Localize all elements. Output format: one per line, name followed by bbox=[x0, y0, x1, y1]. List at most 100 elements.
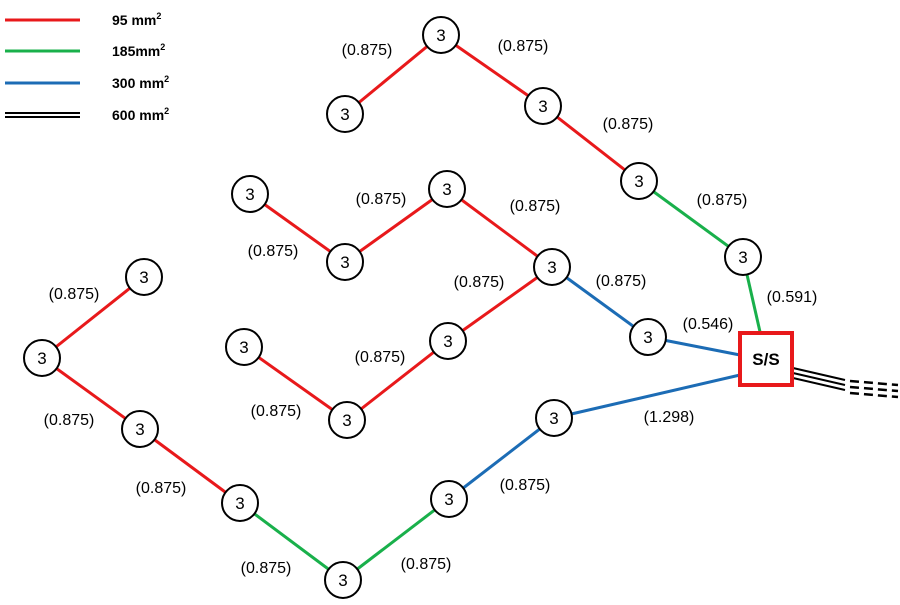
node: 3 bbox=[324, 561, 362, 599]
edge-label: (0.875) bbox=[241, 560, 292, 577]
node: 3 bbox=[430, 480, 468, 518]
edge-d3 bbox=[139, 427, 241, 505]
node-value: 3 bbox=[634, 172, 643, 191]
legend-sup-600: 2 bbox=[164, 106, 169, 116]
node: 3 bbox=[125, 258, 163, 296]
edge-d4 bbox=[239, 501, 344, 582]
node: 3 bbox=[121, 410, 159, 448]
node-value: 3 bbox=[444, 490, 453, 509]
edge-label: (0.546) bbox=[683, 316, 734, 333]
edge-label: (0.875) bbox=[498, 38, 549, 55]
edge-d2 bbox=[41, 356, 141, 431]
edge-label: (0.875) bbox=[596, 273, 647, 290]
legend-sup-95: 2 bbox=[156, 11, 161, 21]
node-value: 3 bbox=[37, 349, 46, 368]
edge-b1 bbox=[249, 192, 346, 264]
svg-text:95 mm2: 95 mm2 bbox=[112, 11, 161, 28]
legend-unit-600: mm bbox=[135, 107, 164, 123]
node-value: 3 bbox=[245, 185, 254, 204]
node: 3 bbox=[326, 95, 364, 133]
node-value: 3 bbox=[549, 409, 558, 428]
edge-a2 bbox=[440, 33, 544, 108]
edge-label: (0.875) bbox=[342, 42, 393, 59]
edge-d1 bbox=[41, 275, 145, 360]
node: 3 bbox=[629, 318, 667, 356]
node-value: 3 bbox=[538, 97, 547, 116]
legend-unit-300: mm bbox=[135, 75, 164, 91]
edge-label: (0.875) bbox=[248, 243, 299, 260]
legend-item-95: 95 mm2 bbox=[5, 11, 161, 28]
legend-unit-185: mm bbox=[135, 43, 160, 59]
node-value: 3 bbox=[340, 253, 349, 272]
node-value: 3 bbox=[139, 268, 148, 287]
node: 3 bbox=[724, 238, 762, 276]
node: 3 bbox=[231, 175, 269, 213]
edge-c1 bbox=[243, 345, 348, 422]
edge-label: (0.875) bbox=[454, 274, 505, 291]
supply-line bbox=[792, 367, 899, 399]
edge-label: (0.875) bbox=[251, 403, 302, 420]
legend-sup-300: 2 bbox=[164, 74, 169, 84]
node-value: 3 bbox=[436, 26, 445, 45]
edge-c3 bbox=[447, 265, 553, 343]
legend-item-185: 185mm2 bbox=[5, 42, 165, 59]
edge-d5 bbox=[342, 497, 450, 582]
legend-label-300: 300 bbox=[112, 75, 136, 91]
edge-labels: (0.875) (0.875) (0.875) (0.875) (0.591) … bbox=[44, 38, 818, 577]
edge-d7 bbox=[553, 373, 741, 420]
node: 3 bbox=[429, 322, 467, 360]
node: 3 bbox=[524, 87, 562, 125]
substation-label: S/S bbox=[752, 350, 779, 369]
edge-label: (0.875) bbox=[49, 286, 100, 303]
edge-label: (0.591) bbox=[767, 289, 818, 306]
node: 3 bbox=[533, 248, 571, 286]
node-value: 3 bbox=[738, 248, 747, 267]
node-value: 3 bbox=[338, 571, 347, 590]
legend-item-300: 300 mm2 bbox=[5, 74, 169, 91]
node: 3 bbox=[326, 243, 364, 281]
edge-label: (0.875) bbox=[136, 480, 187, 497]
node: 3 bbox=[620, 162, 658, 200]
node-value: 3 bbox=[547, 258, 556, 277]
legend-label-95: 95 bbox=[112, 12, 128, 28]
node-value: 3 bbox=[643, 328, 652, 347]
node-value: 3 bbox=[342, 411, 351, 430]
edge-d6 bbox=[448, 416, 555, 501]
edge-label: (0.875) bbox=[356, 191, 407, 208]
edge-label: (0.875) bbox=[603, 116, 654, 133]
node: 3 bbox=[428, 170, 466, 208]
nodes: 3 3 3 3 3 3 3 3 3 3 3 3 3 3 3 3 3 3 3 3 bbox=[23, 16, 762, 599]
edge-label: (0.875) bbox=[697, 192, 748, 209]
edge-label: (0.875) bbox=[401, 556, 452, 573]
edge-b3 bbox=[446, 187, 553, 269]
edge-b4 bbox=[551, 265, 649, 339]
legend-unit-95: mm bbox=[128, 12, 157, 28]
node-value: 3 bbox=[239, 338, 248, 357]
edge-c2 bbox=[346, 339, 449, 422]
edge-label: (0.875) bbox=[500, 477, 551, 494]
substation-box bbox=[738, 331, 794, 387]
legend-item-600: 600 mm2 bbox=[5, 106, 169, 123]
edge-label: (0.875) bbox=[355, 349, 406, 366]
node: 3 bbox=[328, 401, 366, 439]
node-value: 3 bbox=[235, 494, 244, 513]
edge-b2 bbox=[344, 187, 448, 264]
svg-text:185mm2: 185mm2 bbox=[112, 42, 165, 59]
edge-a3 bbox=[542, 104, 640, 183]
node-value: 3 bbox=[340, 105, 349, 124]
edge-a1 bbox=[344, 33, 442, 116]
edge-label: (0.875) bbox=[44, 412, 95, 429]
node: 3 bbox=[23, 339, 61, 377]
svg-text:600 mm2: 600 mm2 bbox=[112, 106, 169, 123]
edge-a4 bbox=[638, 179, 744, 259]
legend-label-185: 185 bbox=[112, 43, 136, 59]
legend-sup-185: 2 bbox=[160, 42, 165, 52]
node: 3 bbox=[535, 399, 573, 437]
node-value: 3 bbox=[135, 420, 144, 439]
svg-text:300 mm2: 300 mm2 bbox=[112, 74, 169, 91]
node-value: 3 bbox=[442, 180, 451, 199]
node-value: 3 bbox=[443, 332, 452, 351]
edges bbox=[41, 33, 899, 582]
node: 3 bbox=[422, 16, 460, 54]
